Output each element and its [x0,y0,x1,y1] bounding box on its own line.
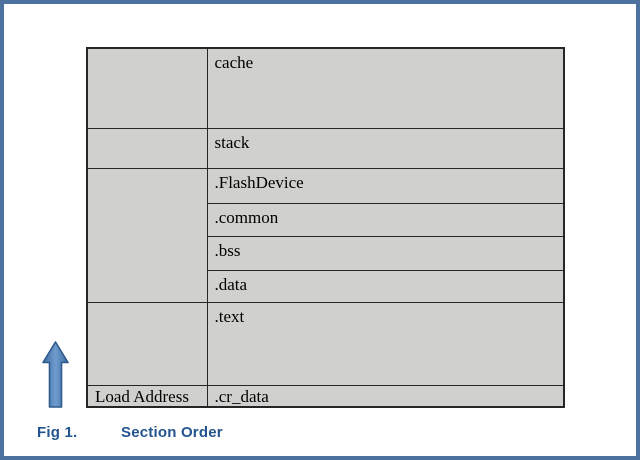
section-cell-cache: cache [206,47,565,129]
figure-label: Fig 1. [37,424,78,441]
up-arrow-icon [42,341,69,408]
table-row: .common [87,202,565,237]
table-row: .text [86,301,565,386]
table-row: .FlashDevice [86,167,565,303]
empty-cell [86,301,208,386]
empty-cell [86,47,208,129]
table-row: stack [86,127,565,169]
empty-cell [86,127,208,169]
section-cell-cr-data: .cr_data [206,384,565,408]
empty-cell [86,167,208,303]
table-row: cache [86,47,565,129]
section-cell-data: .data [206,269,565,303]
section-cell-stack: stack [206,127,565,169]
section-cell-bss: .bss [206,235,565,271]
table-row: Load Address .cr_data [86,384,565,408]
section-cell-flashdevice: .FlashDevice [206,167,565,204]
section-cell-text: .text [206,301,565,386]
figure-title: Section Order [121,424,223,441]
section-cell-common: .common [206,202,565,237]
section-order-table: cache stack .FlashDevice .common .bss .d… [86,47,565,408]
load-address-cell: Load Address [86,384,208,408]
